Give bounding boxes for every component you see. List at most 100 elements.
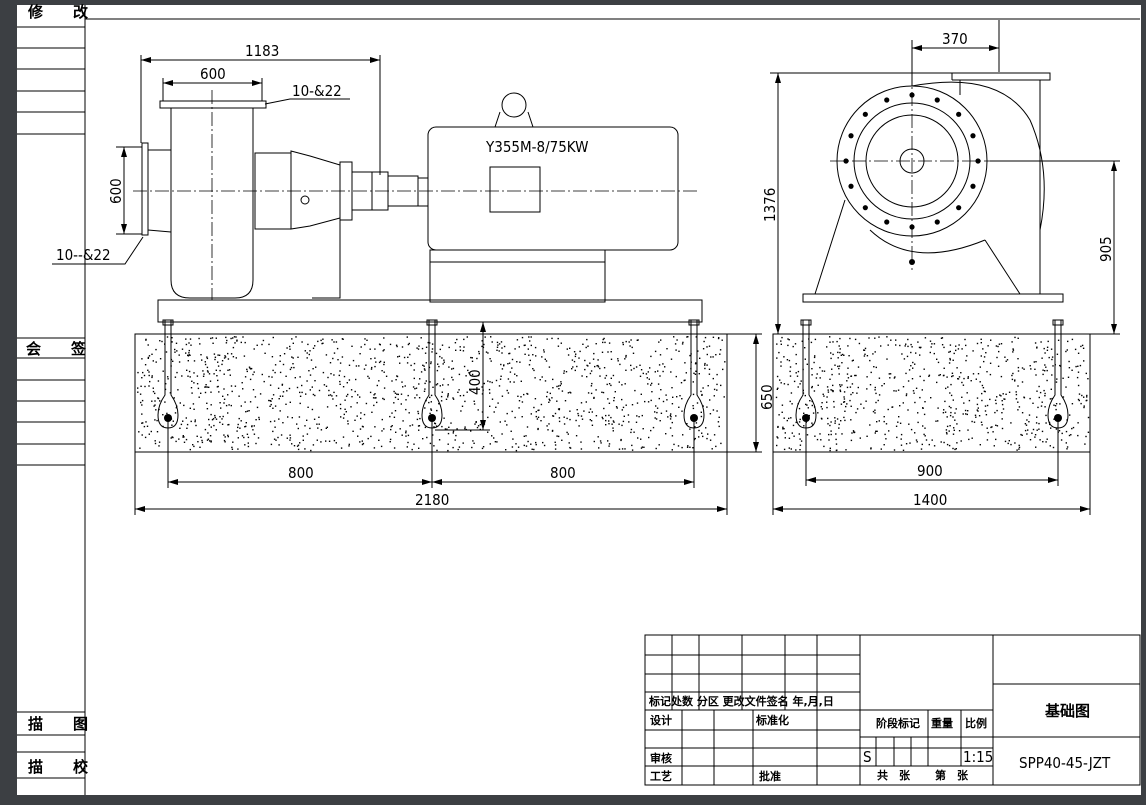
concrete-speckle xyxy=(282,391,285,393)
concrete-speckle xyxy=(654,371,656,373)
concrete-speckle xyxy=(192,403,195,405)
concrete-speckle xyxy=(359,353,361,355)
concrete-speckle xyxy=(1053,404,1055,406)
concrete-speckle xyxy=(279,355,281,357)
concrete-speckle xyxy=(961,396,963,398)
concrete-speckle xyxy=(834,420,836,422)
concrete-speckle xyxy=(566,417,568,420)
concrete-speckle xyxy=(297,356,299,358)
concrete-speckle xyxy=(681,398,683,400)
concrete-speckle xyxy=(859,437,861,439)
dim-800-right: 800 xyxy=(550,464,576,482)
concrete-speckle xyxy=(1012,372,1014,375)
bolt-hole xyxy=(975,158,981,164)
concrete-speckle xyxy=(1078,393,1081,395)
concrete-speckle xyxy=(797,370,800,373)
concrete-speckle xyxy=(563,370,565,372)
concrete-speckle xyxy=(509,381,511,383)
concrete-speckle xyxy=(811,374,813,376)
concrete-speckle xyxy=(269,384,272,386)
concrete-speckle xyxy=(395,431,397,433)
concrete-speckle xyxy=(847,367,849,369)
concrete-speckle xyxy=(1041,401,1043,403)
concrete-speckle xyxy=(874,386,876,389)
concrete-speckle xyxy=(866,355,869,357)
concrete-speckle xyxy=(889,373,892,375)
concrete-speckle xyxy=(893,390,895,392)
concrete-speckle xyxy=(515,443,517,445)
concrete-speckle xyxy=(937,407,939,409)
concrete-speckle xyxy=(374,365,376,368)
concrete-speckle xyxy=(447,449,449,452)
concrete-speckle xyxy=(949,359,951,361)
sheets-total: 共 张 xyxy=(877,768,911,782)
concrete-speckle xyxy=(141,434,143,436)
concrete-speckle xyxy=(228,404,230,406)
concrete-speckle xyxy=(1066,349,1068,351)
concrete-speckle xyxy=(497,402,499,404)
concrete-speckle xyxy=(847,377,850,379)
concrete-speckle xyxy=(501,352,503,354)
concrete-speckle xyxy=(599,375,601,377)
concrete-speckle xyxy=(850,439,853,442)
concrete-speckle xyxy=(396,345,398,348)
concrete-speckle xyxy=(851,360,854,362)
concrete-speckle xyxy=(795,353,797,356)
concrete-speckle xyxy=(1024,423,1027,425)
concrete-speckle xyxy=(240,405,242,407)
concrete-speckle xyxy=(907,338,909,341)
concrete-speckle xyxy=(877,399,879,402)
concrete-speckle xyxy=(405,399,407,401)
concrete-speckle xyxy=(641,446,644,448)
concrete-speckle xyxy=(454,342,457,344)
revise-label: 修 改 xyxy=(27,3,89,21)
concrete-speckle xyxy=(955,448,957,450)
concrete-speckle xyxy=(425,380,427,382)
concrete-speckle xyxy=(293,366,295,369)
concrete-speckle xyxy=(900,438,902,440)
concrete-speckle xyxy=(1018,448,1020,450)
concrete-speckle xyxy=(783,448,786,451)
concrete-speckle xyxy=(580,402,583,404)
concrete-speckle xyxy=(512,438,514,440)
concrete-speckle xyxy=(1062,396,1065,398)
concrete-speckle xyxy=(371,366,373,369)
concrete-speckle xyxy=(540,403,543,406)
concrete-speckle xyxy=(244,401,246,403)
concrete-speckle xyxy=(916,441,918,443)
concrete-speckle xyxy=(518,400,521,402)
concrete-speckle xyxy=(182,435,184,437)
concrete-speckle xyxy=(227,412,229,414)
concrete-speckle xyxy=(221,363,223,366)
concrete-speckle xyxy=(931,439,933,441)
concrete-speckle xyxy=(458,389,460,391)
concrete-speckle xyxy=(1045,366,1047,368)
concrete-speckle xyxy=(236,339,238,341)
concrete-speckle xyxy=(1001,400,1003,402)
concrete-speckle xyxy=(924,435,926,437)
stage-mark-label: 阶段标记 xyxy=(876,716,920,730)
concrete-speckle xyxy=(256,406,259,409)
concrete-speckle xyxy=(180,423,183,426)
concrete-speckle xyxy=(605,419,607,422)
concrete-speckle xyxy=(463,338,465,341)
concrete-speckle xyxy=(830,433,832,436)
anchor-nut xyxy=(162,319,174,326)
concrete-speckle xyxy=(777,425,779,428)
concrete-speckle xyxy=(1055,428,1058,430)
concrete-speckle xyxy=(782,428,784,430)
concrete-speckle xyxy=(176,371,178,374)
concrete-speckle xyxy=(787,383,789,386)
concrete-speckle xyxy=(601,351,604,353)
concrete-speckle xyxy=(263,380,265,383)
concrete-speckle xyxy=(713,395,715,397)
concrete-speckle xyxy=(413,369,415,371)
concrete-speckle xyxy=(1038,422,1040,425)
concrete-speckle xyxy=(277,436,279,439)
concrete-speckle xyxy=(209,440,211,442)
concrete-speckle xyxy=(717,421,720,423)
concrete-speckle xyxy=(949,392,951,394)
concrete-speckle xyxy=(709,413,712,415)
concrete-speckle xyxy=(855,411,857,414)
concrete-speckle xyxy=(431,351,433,353)
